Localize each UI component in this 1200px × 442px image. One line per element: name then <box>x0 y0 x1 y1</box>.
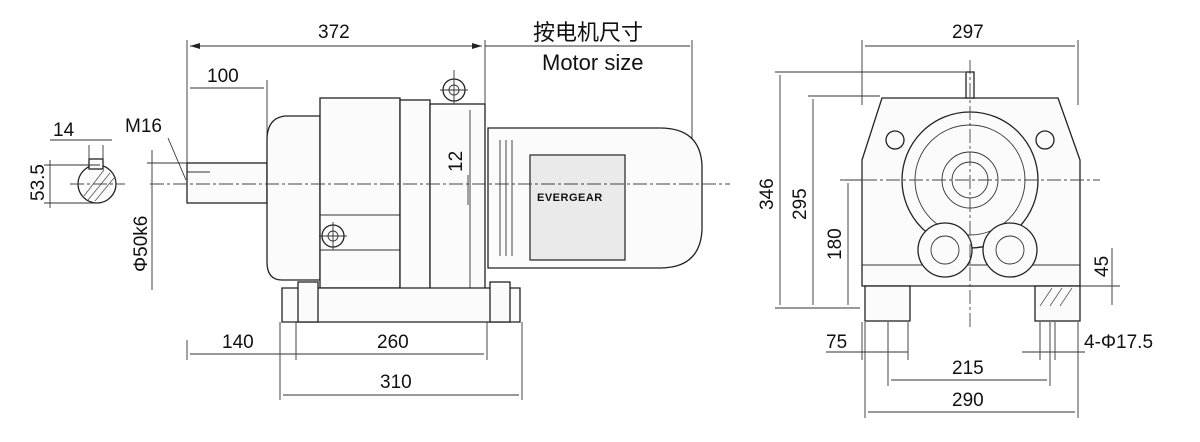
dim-base-width: 290 <box>952 390 984 411</box>
key-slot <box>88 158 104 170</box>
gearbox-housing <box>319 97 401 289</box>
dim-center-height: 180 <box>825 228 846 260</box>
motor-terminal-box <box>529 154 626 261</box>
dim-shaft-diameter: Φ50k6 <box>131 216 152 272</box>
dim-offset: 12 <box>446 151 467 172</box>
motor-size-label-cn: 按电机尺寸 <box>533 20 643 45</box>
dim-key-width: 14 <box>53 120 75 141</box>
side-view: 372 按电机尺寸 Motor size 100 M16 Φ50k6 <box>125 20 730 400</box>
base-foot <box>281 287 521 323</box>
dim-hole-span: 215 <box>952 358 984 379</box>
small-gear-left <box>917 222 973 278</box>
shaft-section-view: 14 53.5 <box>28 120 125 208</box>
dim-foot-height: 45 <box>1092 256 1113 277</box>
small-gear-right <box>982 222 1038 278</box>
dim-foot-edge: 75 <box>826 332 847 353</box>
flange-front <box>266 115 321 281</box>
dim-foot-span: 260 <box>377 332 409 353</box>
dim-height-295: 295 <box>790 188 811 220</box>
dim-total-height: 346 <box>757 178 778 210</box>
motor-adapter <box>429 103 486 305</box>
dim-width: 297 <box>952 22 984 43</box>
dim-thread: M16 <box>125 116 162 137</box>
output-shaft <box>186 162 268 204</box>
front-view: 297 346 295 <box>757 22 1153 418</box>
dim-front-to-foot: 140 <box>222 332 254 353</box>
right-foot <box>1034 285 1081 322</box>
dim-holes: 4-Φ17.5 <box>1084 332 1153 353</box>
dim-base-length: 310 <box>380 372 412 393</box>
dim-shaft-length: 100 <box>207 66 239 87</box>
left-foot <box>864 285 911 322</box>
motor-size-label-en: Motor size <box>542 50 643 75</box>
dim-shaft-height: 53.5 <box>28 164 49 201</box>
brand-label: EVERGEAR <box>537 192 603 204</box>
dim-total-length: 372 <box>318 22 350 43</box>
housing-flange-plate <box>399 99 431 311</box>
